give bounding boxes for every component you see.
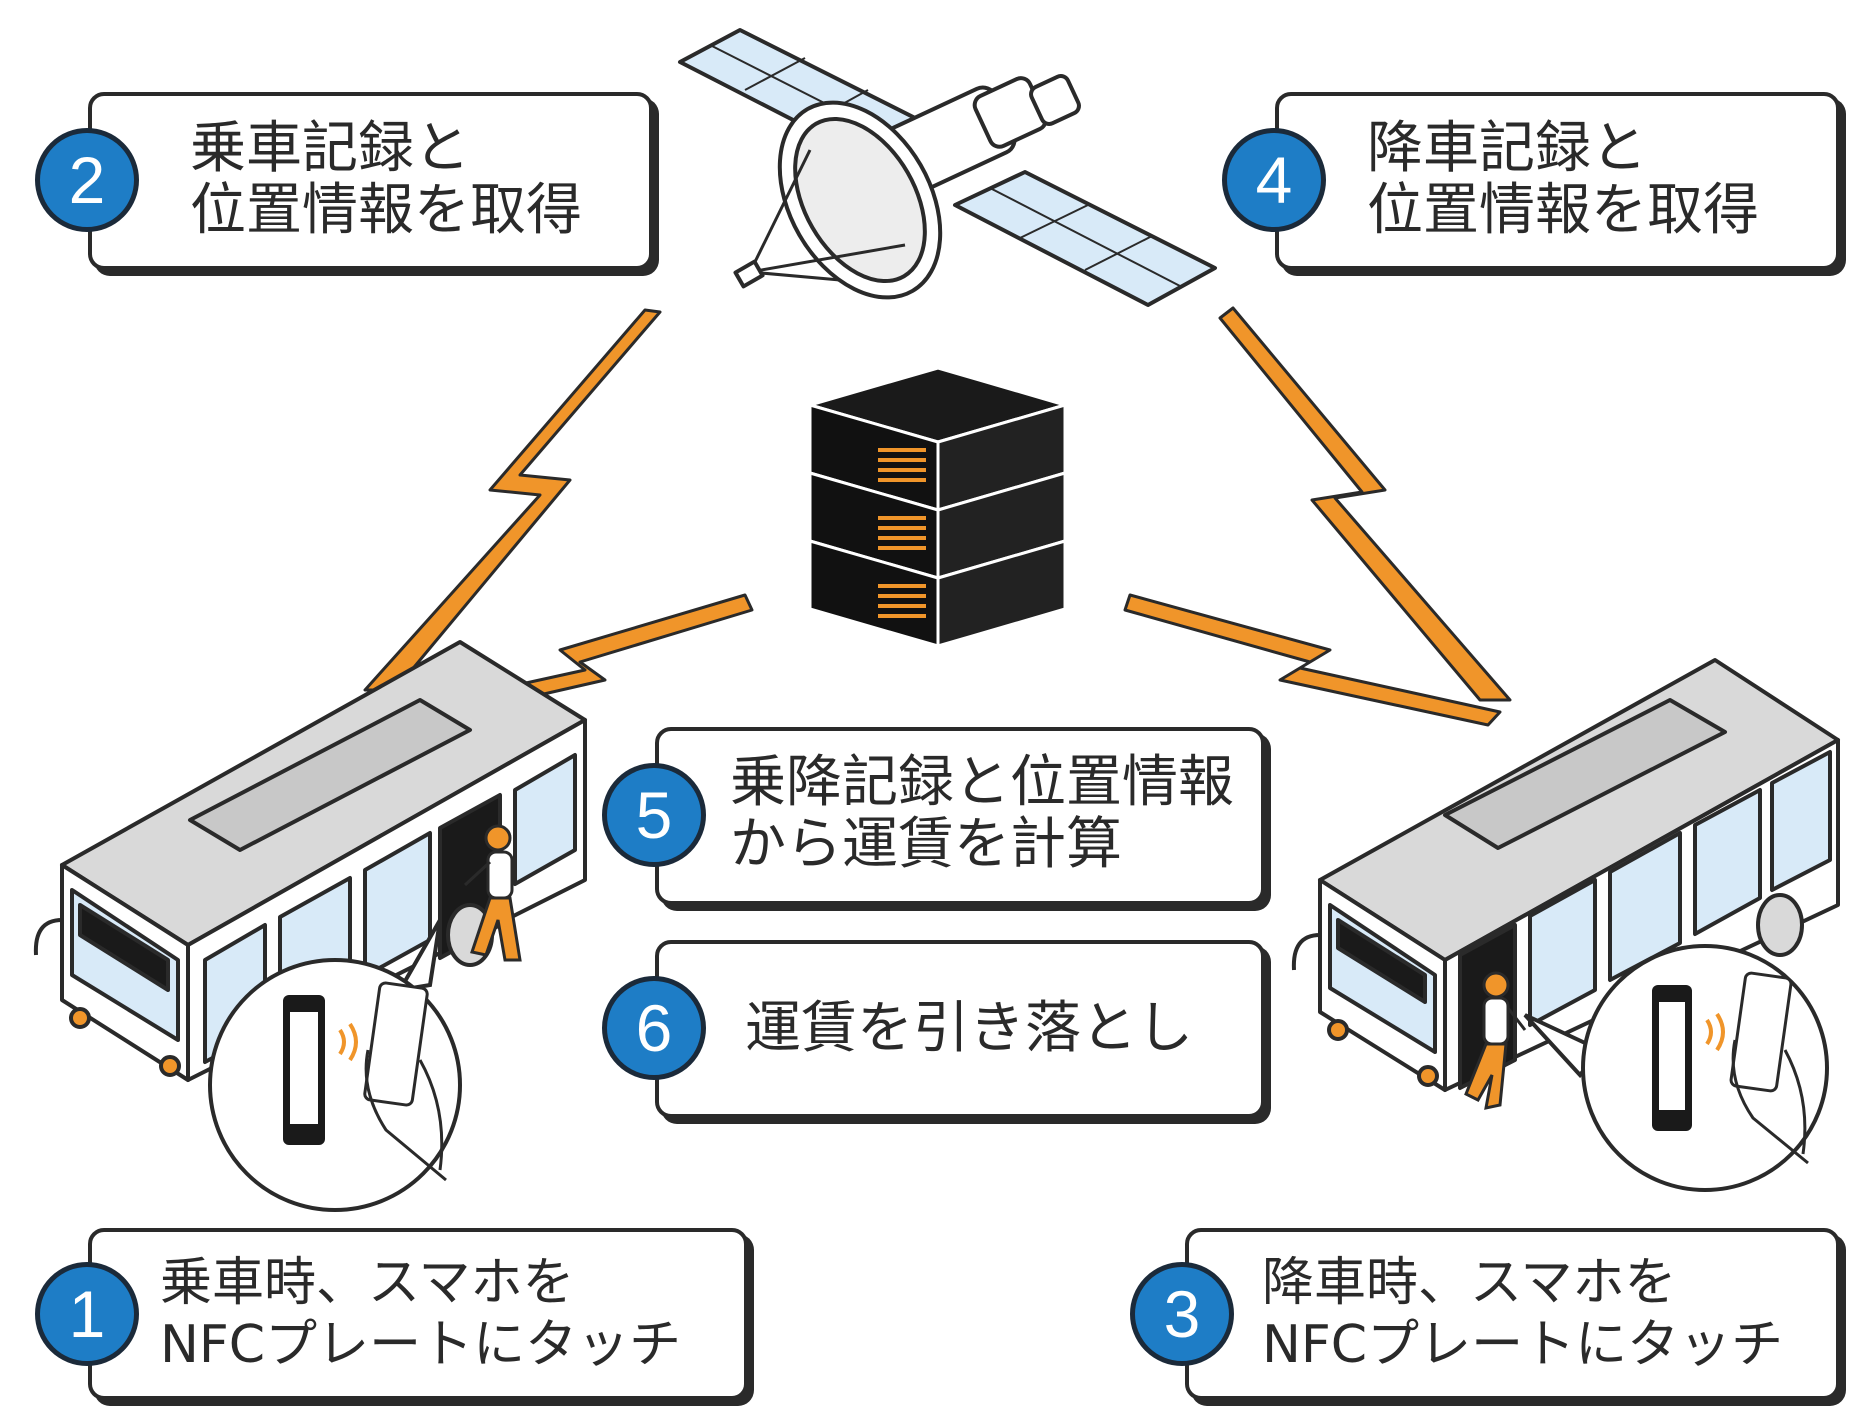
- step-3-number: 3: [1130, 1262, 1234, 1366]
- satellite-icon: [678, 28, 1217, 307]
- step-6-text: 運賃を引き落とし: [745, 996, 1193, 1061]
- nfc-signal-icon: [338, 1022, 358, 1062]
- step-4-box: [1275, 92, 1840, 270]
- smartphone-icon: [1652, 985, 1692, 1131]
- step-5-box: [655, 727, 1265, 905]
- hand-icon: [363, 981, 447, 1182]
- hand-icon: [1729, 971, 1809, 1165]
- step-4-text: 降車記録と位置情報を取得: [1367, 116, 1759, 243]
- step-5-number: 5: [602, 763, 706, 867]
- step-5-text: 乗降記録と位置情報から運賃を計算: [730, 750, 1234, 877]
- nfc-callout-3: [1523, 944, 1829, 1192]
- step-1-number: 1: [35, 1262, 139, 1366]
- smartphone-icon: [283, 995, 325, 1145]
- step-1-box: [88, 1228, 748, 1400]
- step-4-number: 4: [1222, 128, 1326, 232]
- step-6-box: [655, 940, 1265, 1118]
- person-icon: [1464, 971, 1527, 1110]
- step-2-text: 乗車記録と位置情報を取得: [190, 116, 582, 243]
- server-stack-icon: [808, 366, 1067, 648]
- nfc-signal-icon: [1705, 1012, 1725, 1052]
- nfc-callout-1: [208, 919, 462, 1212]
- step-6-number: 6: [602, 976, 706, 1080]
- step-3-box: [1185, 1228, 1840, 1400]
- person-icon: [463, 824, 522, 962]
- bus-icon: [1291, 658, 1840, 1092]
- step-2-number: 2: [35, 128, 139, 232]
- step-2-box: [88, 92, 653, 270]
